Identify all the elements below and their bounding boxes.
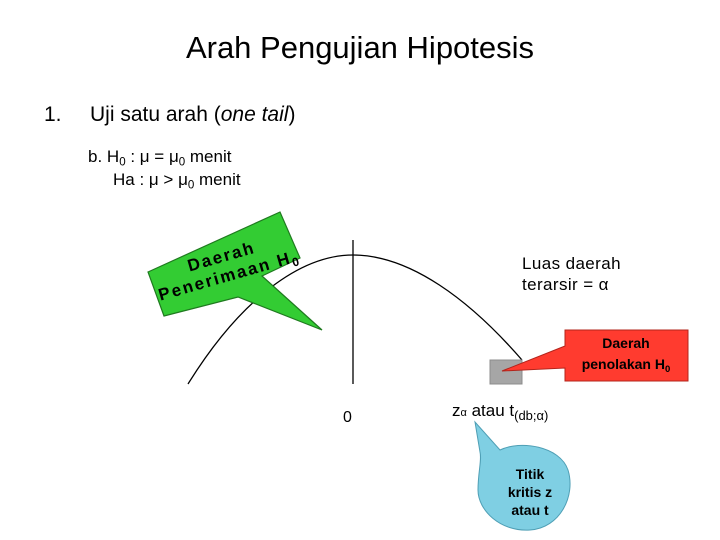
list-number: 1. — [44, 103, 62, 126]
list-text-italic: one tail — [220, 103, 289, 126]
null-hypothesis: b. H0 : μ = μ0 menit — [88, 147, 232, 169]
acceptance-callout-shape — [147, 211, 323, 331]
critical-line1: Titik — [515, 466, 545, 482]
critical-value-label: zα atau t(db;α) — [452, 401, 548, 423]
z-sub: α — [460, 407, 467, 419]
shaded-rejection-region — [489, 359, 523, 385]
h0-suffix: menit — [185, 147, 232, 166]
alt-hypothesis: Ha : μ > μ0 menit — [113, 170, 241, 192]
critical-line2: kritis z — [507, 484, 553, 500]
rejection-line2-text: penolakan H — [581, 356, 665, 372]
ha-prefix: Ha : μ > μ — [113, 170, 188, 189]
shaded-area-label: Luas daerah terarsir = α — [522, 253, 621, 295]
t-sub: (db;α) — [514, 407, 549, 423]
list-item-text: Uji satu arah (one tail) — [90, 103, 295, 127]
list-text-before: Uji satu arah ( — [90, 103, 221, 126]
list-text-after: ) — [288, 103, 296, 126]
page-title: Arah Pengujian Hipotesis — [185, 30, 535, 65]
h0-sub: 0 — [119, 156, 126, 169]
acceptance-sub: 0 — [291, 254, 303, 270]
critical-callout-shape — [474, 420, 571, 531]
rejection-line2: penolakan H0 — [560, 354, 692, 375]
rejection-sub: 0 — [664, 363, 671, 375]
rejection-callout-text: Daerah penolakan H0 — [560, 333, 692, 375]
shaded-area-line1: Luas daerah — [522, 254, 621, 273]
z-mid: atau t — [466, 401, 515, 420]
z-main: z — [452, 401, 461, 420]
zero-label: 0 — [343, 409, 352, 426]
rejection-callout-shape — [501, 329, 689, 382]
h0-mid: : μ = μ — [125, 147, 179, 166]
ha-suffix: menit — [194, 170, 241, 189]
h0-sub2: 0 — [178, 156, 186, 169]
shaded-area-line2: terarsir = α — [522, 275, 609, 294]
ha-sub: 0 — [187, 179, 195, 192]
critical-callout-text: Titik kritis z atau t — [490, 465, 570, 519]
rejection-line1: Daerah — [602, 335, 650, 351]
h0-prefix: b. H — [88, 147, 120, 166]
critical-line3: atau t — [511, 502, 549, 518]
